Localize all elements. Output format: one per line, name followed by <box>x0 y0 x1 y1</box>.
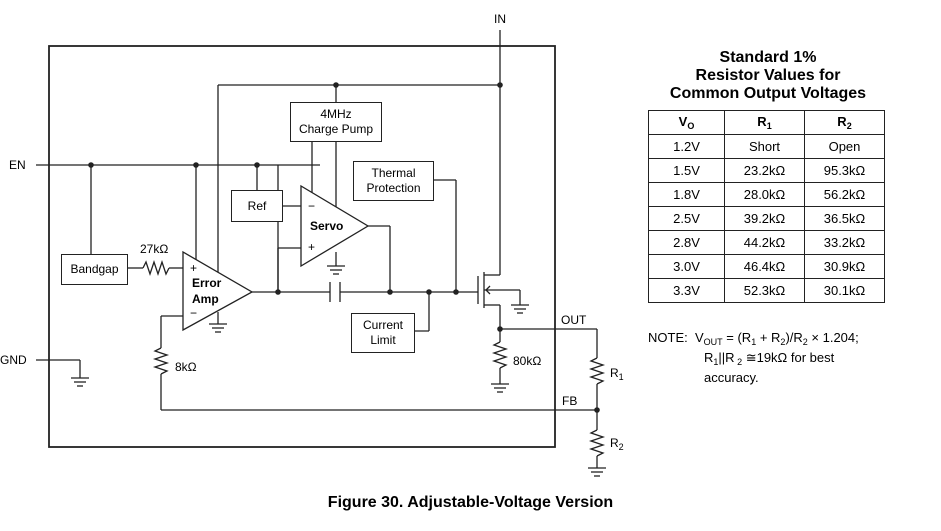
error-amp-triangle <box>182 250 254 332</box>
servo-triangle <box>300 184 370 268</box>
table-note: NOTE: VOUT = (R1 + R2)/R2 × 1.204; R1||R… <box>648 330 859 386</box>
bandgap-label: Bandgap <box>70 262 119 276</box>
pin-out-label: OUT <box>561 313 587 327</box>
cell-r1: 44.2kΩ <box>724 230 805 255</box>
error-amp-label-line1: Error <box>192 276 222 290</box>
cell-vo: 2.5V <box>648 206 725 231</box>
pin-gnd-label: GND <box>0 353 27 367</box>
cell-r2: 36.5kΩ <box>804 206 885 231</box>
r1-letter: R <box>610 366 619 380</box>
cell-r1: 46.4kΩ <box>724 254 805 279</box>
cell-vo: 3.0V <box>648 254 725 279</box>
table-title-line1: Standard 1% <box>719 49 817 66</box>
resistor-8k-label: 8kΩ <box>175 360 197 374</box>
thermal-line2: Protection <box>366 181 421 195</box>
header-vo: VO <box>648 110 725 135</box>
cell-vo: 1.5V <box>648 158 725 183</box>
junction-dots <box>88 82 600 413</box>
table-title: Standard 1% Resistor Values for Common O… <box>650 49 886 103</box>
charge-pump-line2: Charge Pump <box>298 122 374 136</box>
resistor-27k <box>142 259 170 277</box>
r2-letter: R <box>610 436 619 450</box>
header-r1: R1 <box>724 110 805 135</box>
charge-pump-line1: 4MHz <box>320 107 352 121</box>
pin-en-label: EN <box>9 158 26 172</box>
pin-fb-label: FB <box>562 394 578 408</box>
cell-vo: 1.8V <box>648 182 725 207</box>
resistor-r2 <box>588 429 606 457</box>
header-r2: R2 <box>804 110 885 135</box>
figure-caption: Figure 30. Adjustable-Voltage Version <box>327 494 614 511</box>
cell-vo: 1.2V <box>648 134 725 159</box>
cell-r2: 30.9kΩ <box>804 254 885 279</box>
resistor-80k-label: 80kΩ <box>513 354 542 368</box>
error-amp-minus-sign: − <box>190 306 198 320</box>
cell-r1: 23.2kΩ <box>724 158 805 183</box>
thermal-line1: Thermal <box>371 166 416 180</box>
chip-outline <box>48 45 556 448</box>
cell-r2: Open <box>804 134 885 159</box>
table-title-line3: Common Output Voltages <box>669 85 867 102</box>
resistor-r2-label: R2 <box>610 436 624 454</box>
r2-sub: 2 <box>618 442 624 452</box>
cell-r2: 33.2kΩ <box>804 230 885 255</box>
ref-block: Ref <box>231 190 283 222</box>
cell-vo: 3.3V <box>648 278 725 303</box>
cell-r1: 52.3kΩ <box>724 278 805 303</box>
cell-r1: 39.2kΩ <box>724 206 805 231</box>
cell-r1: Short <box>724 134 805 159</box>
note-line3: accuracy. <box>704 370 759 385</box>
servo-plus-sign: + <box>308 240 316 254</box>
current-limit-line1: Current <box>362 318 403 332</box>
servo-label: Servo <box>310 219 344 233</box>
pin-in-label: IN <box>494 12 506 26</box>
error-amp-label-line2: Amp <box>192 292 219 306</box>
cell-r1: 28.0kΩ <box>724 182 805 207</box>
resistor-8k <box>152 347 170 375</box>
bandgap-block: Bandgap <box>61 254 128 285</box>
cell-r2: 30.1kΩ <box>804 278 885 303</box>
resistor-27k-label: 27kΩ <box>140 242 169 256</box>
cell-r2: 95.3kΩ <box>804 158 885 183</box>
table-title-line2: Resistor Values for <box>695 67 841 84</box>
r1-sub: 1 <box>618 372 624 382</box>
current-limit-line2: Limit <box>370 333 396 347</box>
cell-vo: 2.8V <box>648 230 725 255</box>
error-amp-plus-sign: + <box>190 261 198 275</box>
servo-minus-sign: − <box>308 199 316 213</box>
resistor-r1 <box>588 357 606 385</box>
note-line1: NOTE: VOUT = (R1 + R2)/R2 × 1.204; <box>648 330 859 347</box>
note-line2: R1||R 2 ≅19kΩ for best <box>704 350 835 367</box>
ref-label: Ref <box>247 198 267 213</box>
table-header-row: VO R1 R2 <box>648 110 885 135</box>
cell-r2: 56.2kΩ <box>804 182 885 207</box>
resistor-80k <box>491 341 509 369</box>
resistor-r1-label: R1 <box>610 366 624 384</box>
